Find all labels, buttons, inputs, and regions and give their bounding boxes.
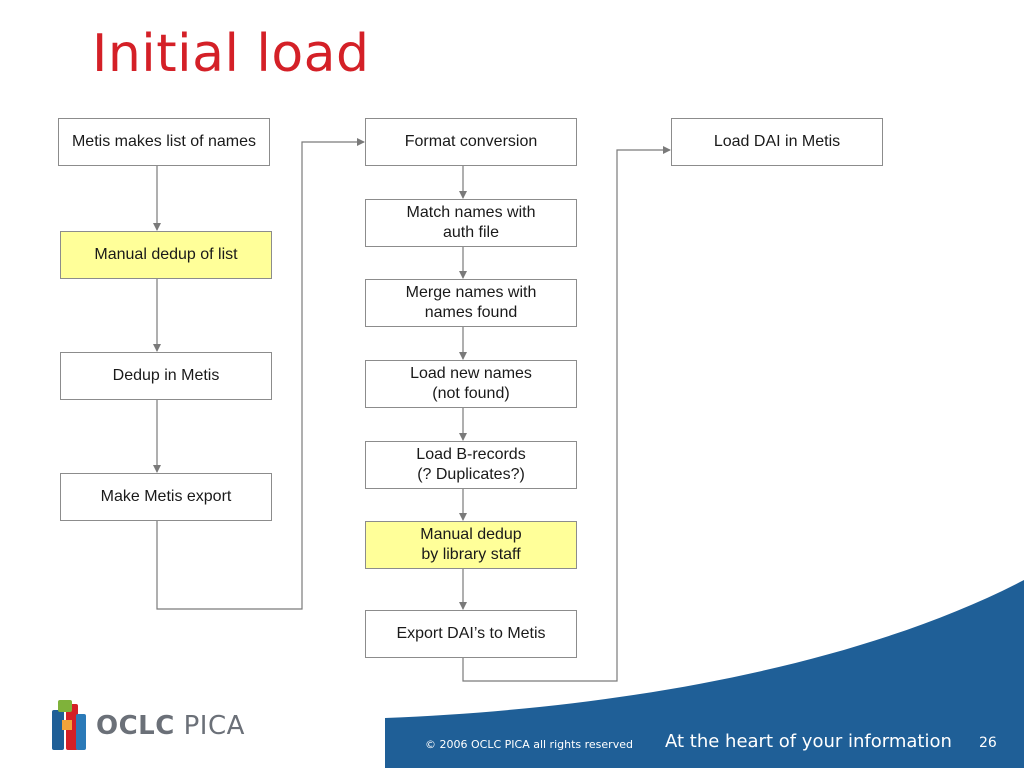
box-text-line-1: Merge names with (405, 284, 537, 301)
box-text-line-1: Load new names (410, 365, 532, 382)
box-text-line-1: Load B-records (416, 446, 526, 463)
box-merge-names: Merge names with names found (365, 279, 577, 327)
box-text-line-2: (? Duplicates?) (417, 466, 525, 483)
box-format-conversion: Format conversion (365, 118, 577, 166)
box-text: Load DAI in Metis (713, 133, 841, 150)
box-load-new-names: Load new names (not found) (365, 360, 577, 408)
box-load-dai: Load DAI in Metis (671, 118, 883, 166)
box-text: Dedup in Metis (112, 367, 220, 384)
box-dedup-metis: Dedup in Metis (60, 352, 272, 400)
connector-export-dais-to-load-dai (462, 146, 671, 682)
box-metis-list: Metis makes list of names (58, 118, 270, 166)
logo-wordmark: OCLC PICA (96, 711, 245, 741)
footer-tagline: At the heart of your information (665, 731, 952, 752)
logo-word-oclc: OCLC (96, 711, 175, 741)
logo-word-pica: PICA (183, 711, 245, 741)
box-text: Make Metis export (100, 488, 232, 505)
box-text: Format conversion (404, 133, 538, 150)
box-text-line-2: (not found) (432, 385, 510, 402)
page-number: 26 (979, 735, 997, 751)
box-manual-dedup-list: Manual dedup of list (60, 231, 272, 279)
box-text-line-2: by library staff (421, 546, 521, 563)
box-match-names: Match names with auth file (365, 199, 577, 247)
box-text-line-1: Manual dedup (420, 526, 522, 543)
box-text-line-2: names found (424, 304, 518, 321)
box-export-dais: Export DAI’s to Metis (365, 610, 577, 658)
box-metis-export: Make Metis export (60, 473, 272, 521)
slide-title: Initial load (92, 24, 370, 84)
box-text-line-2: auth file (442, 224, 500, 241)
box-text-line-1: Match names with (406, 204, 536, 221)
connector-metis-export-to-format-conversion (156, 138, 365, 610)
box-manual-dedup-staff: Manual dedup by library staff (365, 521, 577, 569)
box-text: Metis makes list of names (71, 133, 257, 150)
oclc-pica-logo-icon (52, 700, 86, 750)
box-load-b-records: Load B-records (? Duplicates?) (365, 441, 577, 489)
box-text: Export DAI’s to Metis (396, 625, 546, 642)
footer-copyright: © 2006 OCLC PICA all rights reserved (425, 738, 633, 751)
box-text: Manual dedup of list (94, 246, 238, 263)
